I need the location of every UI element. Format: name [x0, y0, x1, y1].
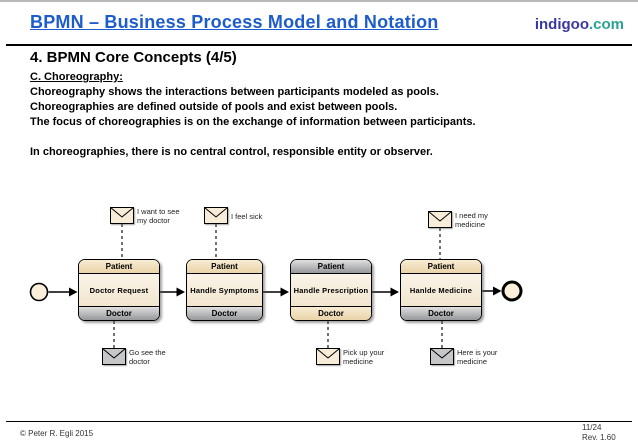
- message-label: Pick up your medicine: [343, 348, 385, 366]
- choreography-task-doctor-request: Patient Doctor Request Doctor: [78, 259, 160, 321]
- participant-band-bottom: Doctor: [401, 306, 481, 320]
- message-bottom-1: Go see the doctor: [102, 348, 166, 366]
- message-bottom-2: Pick up your medicine: [316, 348, 384, 366]
- task-name: Doctor Request: [89, 285, 149, 295]
- paragraph: The focus of choreographies is on the ex…: [30, 116, 476, 128]
- page-info: 11/24 Rev. 1.60: [582, 423, 616, 442]
- subsection-title: C. Choreography:: [30, 71, 123, 83]
- participant-label: Doctor: [318, 309, 344, 318]
- envelope-icon: [316, 348, 340, 365]
- paragraph-note: In choreographies, there is no central c…: [30, 146, 433, 158]
- message-top-3: I need my medicine: [428, 211, 488, 229]
- participant-band-bottom: Doctor: [79, 306, 159, 320]
- participant-label: Patient: [317, 262, 345, 271]
- envelope-icon: [204, 207, 228, 224]
- participant-band-top: Patient: [79, 260, 159, 274]
- participant-label: Patient: [427, 262, 455, 271]
- participant-band-bottom: Doctor: [187, 306, 262, 320]
- section-title: 4. BPMN Core Concepts (4/5): [30, 49, 237, 66]
- participant-band-top: Patient: [291, 260, 371, 274]
- choreography-task-handle-prescription: Patient Handle Prescription Doctor: [290, 259, 372, 321]
- message-top-2: I feel sick: [204, 207, 262, 224]
- header-divider: [6, 44, 632, 46]
- message-top-1: I want to see my doctor: [110, 207, 180, 225]
- revision: Rev. 1.60: [582, 432, 616, 442]
- choreography-task-handle-symptoms: Patient Handle Symptoms Doctor: [186, 259, 263, 321]
- participant-label: Doctor: [106, 309, 132, 318]
- sequence-flow-arrows: [48, 286, 502, 297]
- participant-label: Patient: [211, 262, 238, 271]
- message-label: Go see the doctor: [129, 348, 166, 366]
- paragraph: Choreography shows the interactions betw…: [30, 86, 439, 98]
- page-title: BPMN – Business Process Model and Notati…: [30, 12, 439, 32]
- message-label: I feel sick: [231, 212, 263, 221]
- task-name: Handle Symptoms: [190, 285, 259, 295]
- end-event-icon: [501, 280, 523, 302]
- choreography-task-handle-medicine: Patient Hanlde Medicine Doctor: [400, 259, 482, 321]
- task-name: Handle Prescription: [293, 285, 369, 295]
- participant-label: Doctor: [428, 309, 454, 318]
- paragraph: Choreographies are defined outside of po…: [30, 101, 398, 113]
- diagram-connectors: [29, 224, 523, 348]
- task-name: Hanlde Medicine: [409, 285, 473, 295]
- message-label: I need my medicine: [455, 211, 488, 229]
- participant-label: Patient: [105, 262, 133, 271]
- message-label: Here is your medicine: [457, 348, 498, 366]
- copyright: © Peter R. Egli 2015: [20, 429, 94, 438]
- participant-label: Doctor: [211, 309, 238, 318]
- envelope-icon: [110, 207, 134, 224]
- participant-band-top: Patient: [401, 260, 481, 274]
- brand-tld: .com: [588, 16, 624, 33]
- message-label: I want to see my doctor: [137, 207, 180, 225]
- brand-name: indigoo: [534, 16, 589, 33]
- start-event-icon: [29, 282, 49, 302]
- envelope-icon: [102, 348, 126, 365]
- envelope-icon: [430, 348, 454, 365]
- slide-content: 4. BPMN Core Concepts (4/5) C. Choreogra…: [30, 49, 628, 160]
- envelope-icon: [428, 211, 452, 228]
- page-number: 11/24: [582, 423, 602, 432]
- participant-band-top: Patient: [187, 260, 262, 274]
- participant-band-bottom: Doctor: [291, 306, 371, 320]
- footer-divider: [6, 421, 632, 422]
- message-links: [113, 224, 443, 348]
- brand-logo: indigoo.com: [535, 16, 624, 33]
- choreography-diagram: Patient Doctor Request Doctor Patient Ha…: [0, 192, 638, 397]
- message-bottom-3: Here is your medicine: [430, 348, 497, 366]
